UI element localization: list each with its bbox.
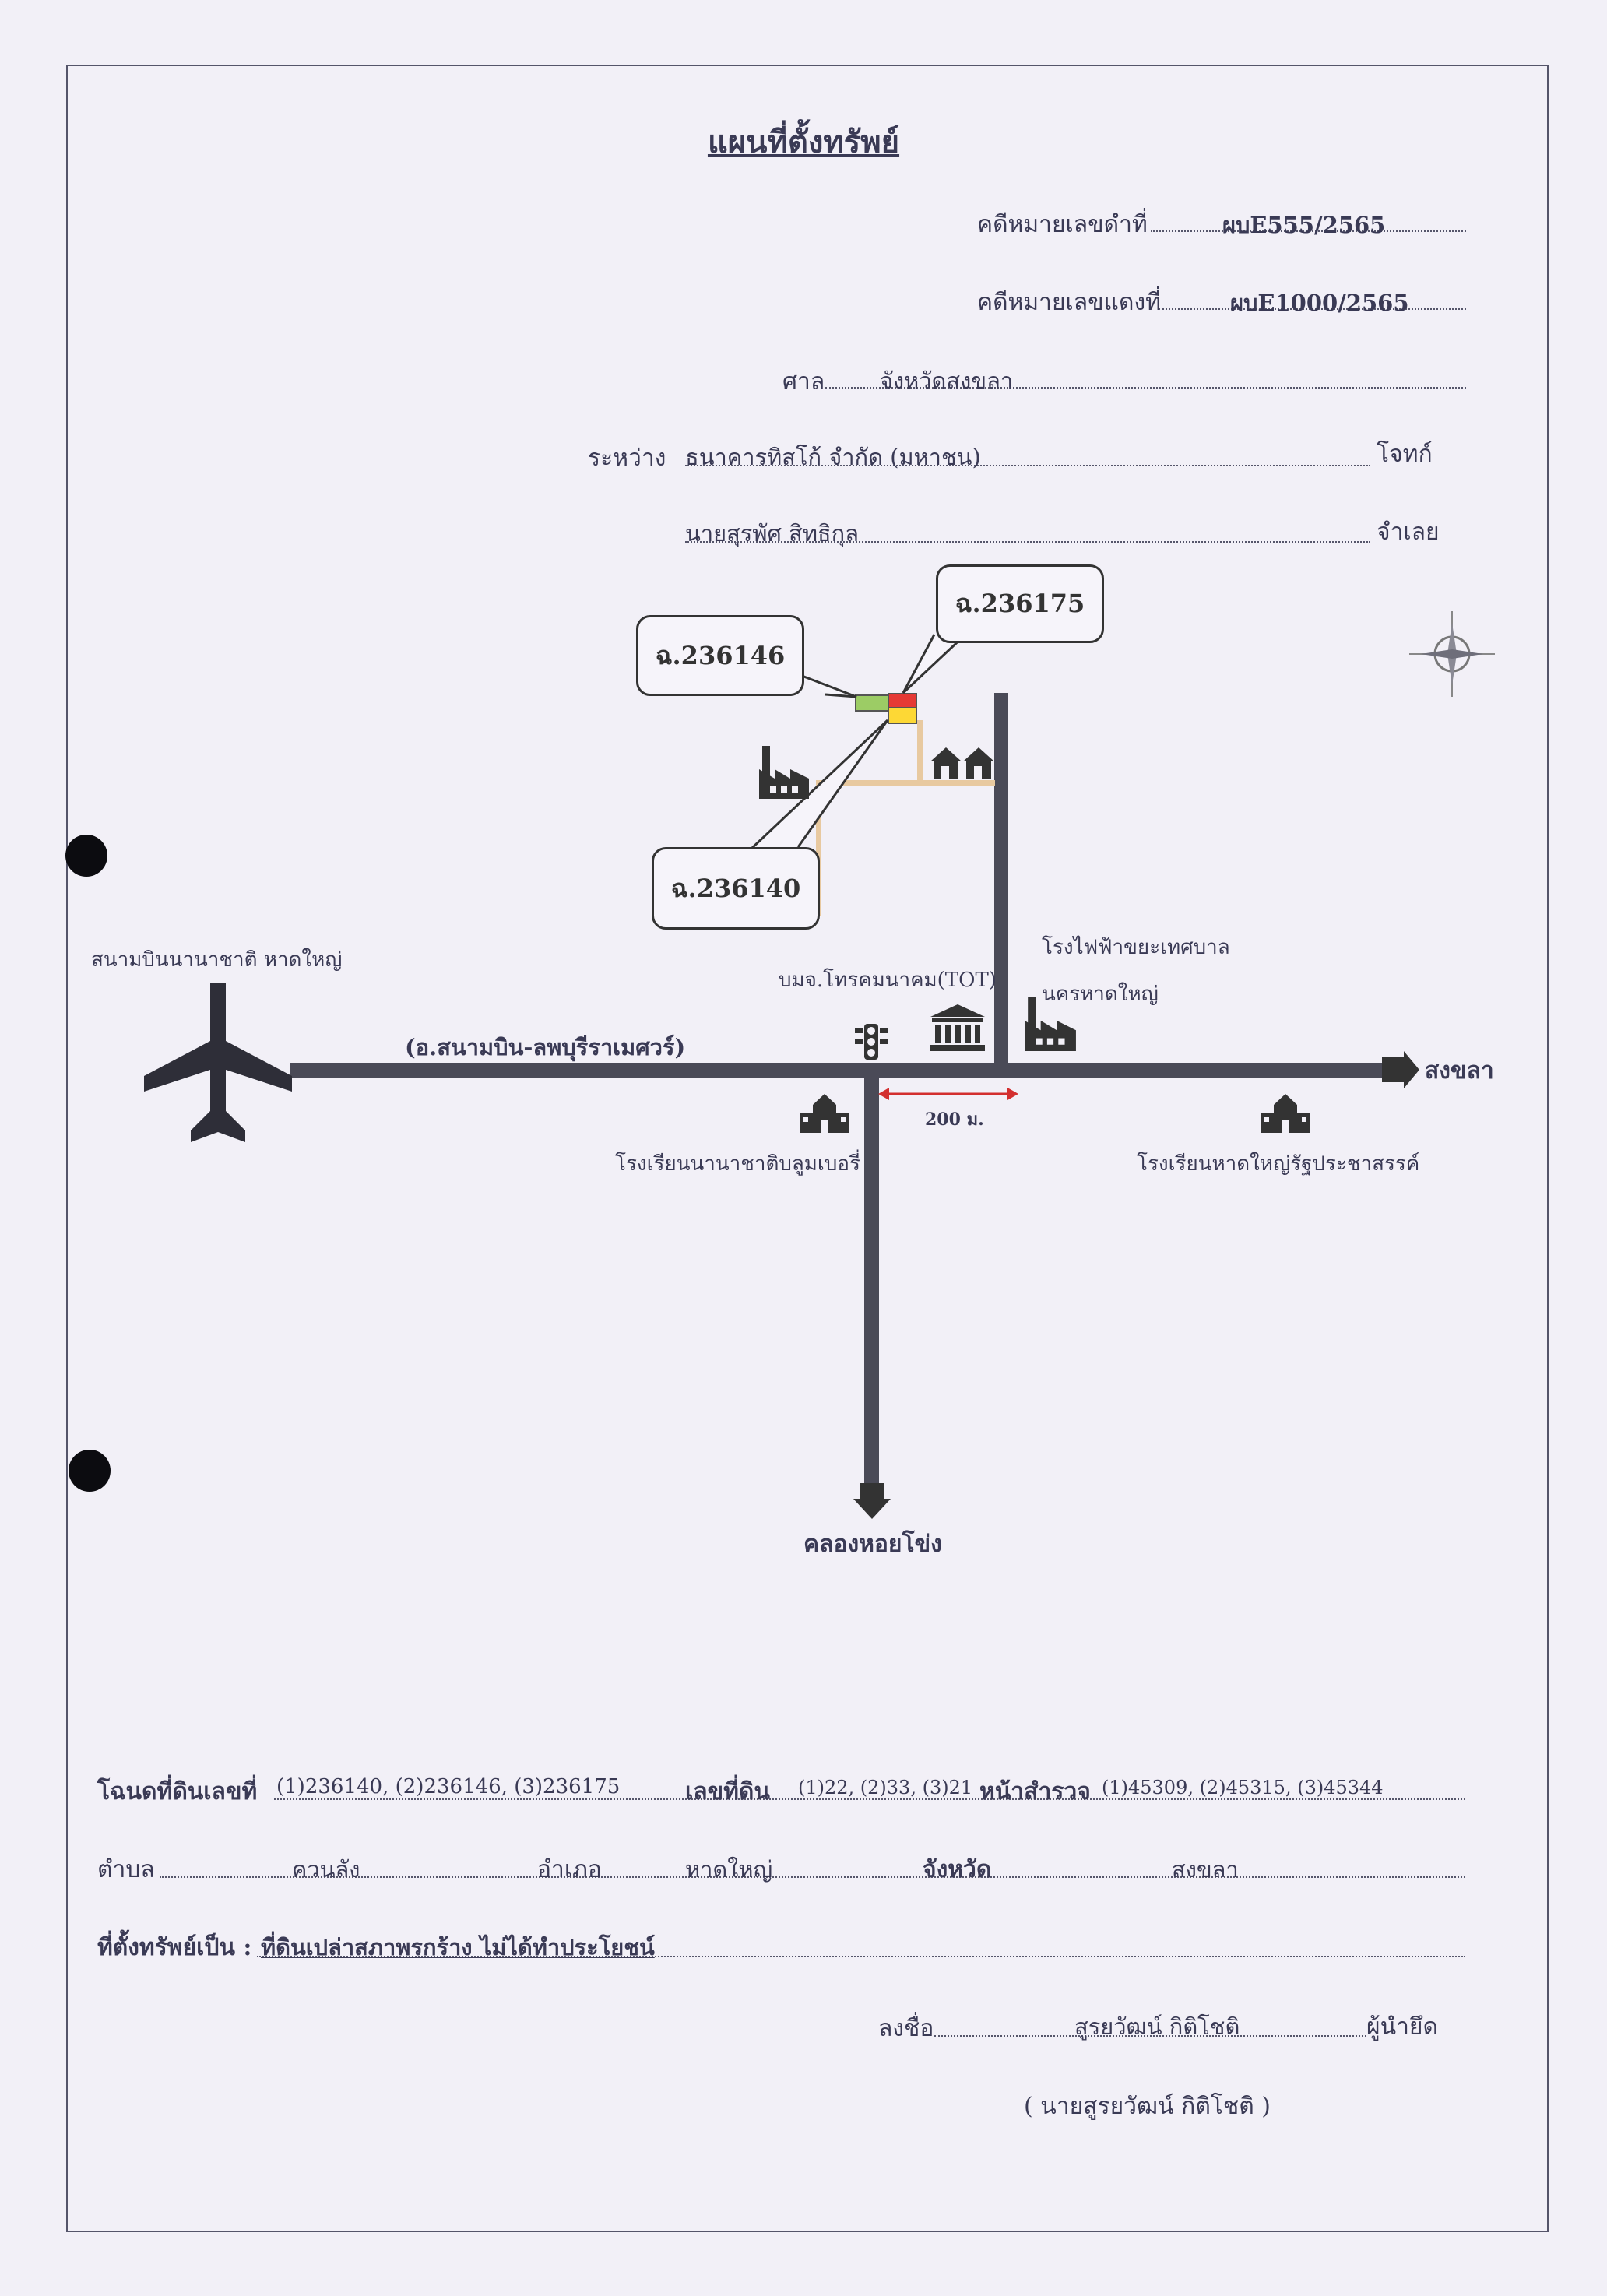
compass-icon bbox=[1409, 611, 1495, 697]
callout-deed-236175: ฉ.236175 bbox=[936, 564, 1104, 643]
school-left-label: โรงเรียนนานาชาติบลูมเบอรี่ bbox=[615, 1152, 860, 1176]
survey-value: (1)45309, (2)45315, (3)45344 bbox=[1102, 1777, 1384, 1798]
land-no-value: (1)22, (2)33, (3)21 bbox=[798, 1777, 973, 1798]
main-highway bbox=[290, 1063, 1384, 1078]
dotted-line bbox=[1159, 308, 1466, 310]
defendant-value: นายสุรพัศ สิทธิกุล bbox=[685, 520, 859, 547]
deed-label: โฉนดที่ดินเลขที่ bbox=[97, 1778, 258, 1806]
side-lane bbox=[917, 720, 923, 782]
province-label: จังหวัด bbox=[923, 1856, 992, 1883]
power-plant-label-2: นครหาดใหญ่ bbox=[1042, 983, 1159, 1006]
court-value: จังหวัดสงขลา bbox=[880, 367, 1014, 394]
sign-role: ผู้นำยึด bbox=[1366, 2013, 1438, 2041]
deed-value: (1)236140, (2)236146, (3)236175 bbox=[276, 1775, 621, 1798]
black-case-label: คดีหมายเลขดำที่ bbox=[977, 211, 1148, 238]
airport-label: สนามบินนานาชาติ หาดใหญ่ bbox=[91, 948, 343, 972]
subdistrict-value: ควนลัง bbox=[292, 1856, 360, 1883]
factory-icon bbox=[759, 746, 809, 799]
school-right-label: โรงเรียนหาดใหญ่รัฐประชาสรรค์ bbox=[1137, 1152, 1420, 1176]
property-value: ที่ดินเปล่าสภาพรกร้าง ไม่ได้ทำประโยชน์ bbox=[261, 1934, 655, 1960]
tot-label: บมจ.โทรคมนาคม(TOT) bbox=[779, 969, 997, 992]
dotted-line bbox=[825, 387, 1466, 389]
between-label: ระหว่าง bbox=[588, 445, 666, 472]
government-building-icon bbox=[930, 1004, 985, 1051]
sign-label: ลงชื่อ bbox=[878, 2015, 934, 2042]
page-border bbox=[66, 65, 1549, 2232]
dotted-line bbox=[685, 541, 1370, 543]
plaintiff-label: โจทก์ bbox=[1377, 441, 1433, 468]
punch-hole bbox=[65, 835, 107, 877]
callout-deed-236146: ฉ.236146 bbox=[636, 615, 804, 696]
district-label: อำเภอ bbox=[537, 1856, 602, 1883]
power-plant-icon bbox=[1025, 997, 1076, 1051]
east-arrow-icon bbox=[1382, 1051, 1419, 1088]
red-case-value: ผบE1000/2565 bbox=[1230, 290, 1409, 316]
province-value: สงขลา bbox=[1172, 1856, 1239, 1883]
houses-icon bbox=[930, 747, 994, 779]
survey-label: หน้าสำรวจ bbox=[979, 1778, 1091, 1806]
subdistrict-label: ตำบล bbox=[97, 1856, 155, 1883]
property-label: ที่ตั้งทรัพย์เป็น : bbox=[97, 1934, 252, 1961]
traffic-light-icon bbox=[855, 1024, 888, 1060]
callout-deed-236140: ฉ.236140 bbox=[652, 847, 820, 930]
punch-hole bbox=[69, 1450, 111, 1492]
document-title: แผนที่ตั้งทรัพย์ bbox=[707, 124, 900, 160]
school-icon bbox=[1261, 1094, 1310, 1133]
south-road bbox=[864, 1071, 879, 1487]
dotted-line bbox=[274, 1798, 1465, 1800]
dotted-line bbox=[685, 465, 1370, 466]
south-arrow-icon bbox=[853, 1483, 891, 1519]
black-case-value: ผบE555/2565 bbox=[1222, 212, 1386, 238]
district-value: หาดใหญ่ bbox=[685, 1856, 773, 1883]
plaintiff-value: ธนาคารทิสโก้ จำกัด (มหาชน) bbox=[685, 444, 981, 470]
distance-label: 200 ม. bbox=[925, 1109, 984, 1130]
signer-name: ( นายสูรยวัฒน์ กิติโชติ ) bbox=[1024, 2093, 1271, 2120]
red-case-label: คดีหมายเลขแดงที่ bbox=[977, 289, 1161, 316]
highway-label: (อ.สนามบิน-ลพบุรีราเมศวร์) bbox=[405, 1034, 686, 1060]
dotted-line bbox=[257, 1956, 1465, 1957]
signature: สูรยวัฒน์ กิติโชติ bbox=[1074, 2013, 1240, 2040]
plot-236146 bbox=[855, 694, 891, 712]
dotted-line bbox=[934, 2035, 1366, 2037]
plot-236140 bbox=[888, 707, 917, 724]
dotted-line bbox=[160, 1876, 1465, 1878]
airplane-icon bbox=[144, 983, 292, 1142]
defendant-label: จำเลย bbox=[1377, 519, 1440, 546]
court-label: ศาล bbox=[782, 368, 825, 396]
side-lane bbox=[816, 780, 995, 786]
distance-arrow bbox=[878, 1088, 1018, 1100]
north-road bbox=[994, 693, 1008, 1071]
east-destination-label: สงขลา bbox=[1425, 1057, 1494, 1085]
school-icon bbox=[800, 1094, 849, 1133]
south-destination-label: คลองหอยโข่ง bbox=[804, 1531, 942, 1558]
land-no-label: เลขที่ดิน bbox=[685, 1778, 770, 1806]
dotted-line bbox=[1151, 230, 1466, 232]
power-plant-label-1: โรงไฟฟ้าขยะเทศบาล bbox=[1042, 936, 1230, 959]
